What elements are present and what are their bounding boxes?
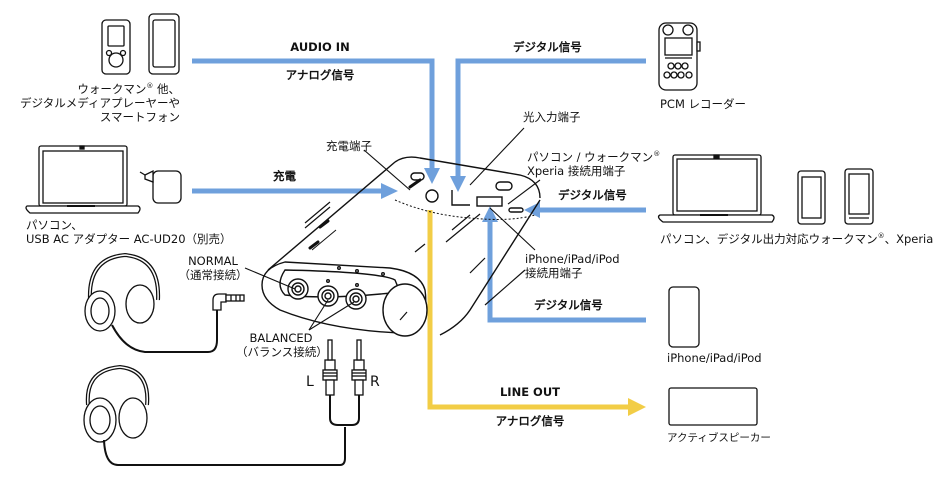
balanced-plug-left-icon bbox=[322, 339, 338, 396]
audio-in-line bbox=[192, 58, 435, 172]
pc-adapter-label: パソコン、 USB AC アダプター AC-UD20（別売） bbox=[26, 218, 232, 246]
registered-mark: ® bbox=[653, 150, 661, 158]
balanced-label-line1: BALANCED bbox=[249, 331, 313, 345]
optical-in-label: 光入力端子 bbox=[523, 110, 581, 124]
balanced-plug-right-icon bbox=[351, 339, 367, 396]
pc-adapter-label-line2: USB AC アダプター AC-UD20（別売） bbox=[26, 232, 232, 246]
charge-arrowhead bbox=[381, 183, 398, 199]
pc-digital-label: デジタル信号 bbox=[558, 188, 627, 202]
line-out-line bbox=[427, 210, 628, 410]
normal-cable bbox=[111, 305, 218, 353]
pcm-digital-line bbox=[455, 58, 646, 180]
iphone-digital-line bbox=[487, 218, 646, 323]
xperia-icon bbox=[844, 168, 874, 225]
pc-walkman-label-suffix: 、Xperia bbox=[884, 231, 934, 246]
iphone-digital-label: デジタル信号 bbox=[534, 298, 603, 312]
active-speaker-icon bbox=[668, 387, 758, 426]
audio-in-arrowhead bbox=[424, 168, 440, 184]
pcm-recorder-icon bbox=[658, 22, 701, 91]
headphones-balanced-icon bbox=[83, 364, 150, 443]
pc-port-label-line2: Xperia 接続用端子 bbox=[527, 163, 626, 178]
charge-label: 充電 bbox=[273, 169, 296, 183]
headphone-amplifier bbox=[261, 156, 541, 337]
registered-mark: ® bbox=[146, 82, 154, 90]
audio-in-label: AUDIO IN bbox=[290, 40, 350, 54]
balanced-label-line2: （バランス接続） bbox=[236, 345, 328, 359]
line-out-label: LINE OUT bbox=[499, 385, 561, 399]
pc-port-label-line1: パソコン / ウォークマン bbox=[527, 149, 654, 164]
pc-adapter-label-line1: パソコン、 bbox=[26, 218, 83, 232]
line-out-analog-label: アナログ信号 bbox=[495, 414, 565, 428]
walkman-label-line3: スマートフォン bbox=[99, 109, 180, 124]
ac-adapter-icon bbox=[139, 169, 182, 204]
smartphone-icon bbox=[148, 13, 180, 75]
pc-walkman-label-prefix: パソコン、デジタル出力対応ウォークマン bbox=[660, 231, 878, 246]
balanced-jack-label: BALANCED （バランス接続） bbox=[236, 331, 328, 359]
leader-lines bbox=[244, 127, 541, 331]
charge-port-label: 充電端子 bbox=[326, 139, 372, 153]
walkman-icon bbox=[101, 19, 131, 75]
balanced-cable bbox=[103, 395, 360, 466]
pc-icon bbox=[657, 154, 775, 223]
walkman-label-line2: デジタルメディアプレーヤーや bbox=[20, 95, 180, 110]
pcm-arrowhead bbox=[450, 176, 466, 192]
iphone-port-label-line1: iPhone/iPad/iPod bbox=[525, 252, 620, 266]
speaker-label: アクティブスピーカー bbox=[667, 432, 771, 444]
laptop-icon bbox=[25, 145, 141, 214]
iphone-port-label-line2: 接続用端子 bbox=[525, 266, 583, 280]
digital-walkman-icon bbox=[797, 170, 826, 225]
walkman-label-line1: ウォークマン bbox=[77, 81, 147, 96]
audio-in-analog-label: アナログ信号 bbox=[285, 68, 355, 82]
normal-jack-label: NORMAL （通常接続） bbox=[178, 254, 248, 282]
headphones-normal-icon bbox=[84, 252, 161, 332]
iphone-port-label: iPhone/iPad/iPod 接続用端子 bbox=[525, 252, 620, 280]
normal-label-line2: （通常接続） bbox=[178, 268, 248, 282]
left-channel-label: L bbox=[306, 374, 314, 390]
registered-mark: ® bbox=[877, 232, 885, 240]
normal-plug-icon bbox=[212, 293, 245, 311]
iphone-label: iPhone/iPad/iPod bbox=[667, 351, 762, 365]
walkman-label-suffix: 他、 bbox=[153, 81, 180, 96]
pc-port-label: パソコン / ウォークマン® Xperia 接続用端子 bbox=[527, 147, 660, 178]
normal-label-line1: NORMAL bbox=[188, 254, 238, 268]
iphone-icon bbox=[668, 286, 700, 348]
pcm-recorder-label: PCM レコーダー bbox=[660, 97, 747, 111]
iphone-arrowhead bbox=[482, 206, 498, 222]
pcm-digital-label: デジタル信号 bbox=[513, 40, 582, 54]
pc-walkman-xperia-label: パソコン、デジタル出力対応ウォークマン®、Xperia bbox=[660, 229, 933, 246]
line-out-arrowhead bbox=[628, 398, 646, 416]
right-channel-label: R bbox=[370, 374, 380, 390]
walkman-label: ウォークマン® 他、 デジタルメディアプレーヤーや スマートフォン bbox=[20, 79, 180, 124]
